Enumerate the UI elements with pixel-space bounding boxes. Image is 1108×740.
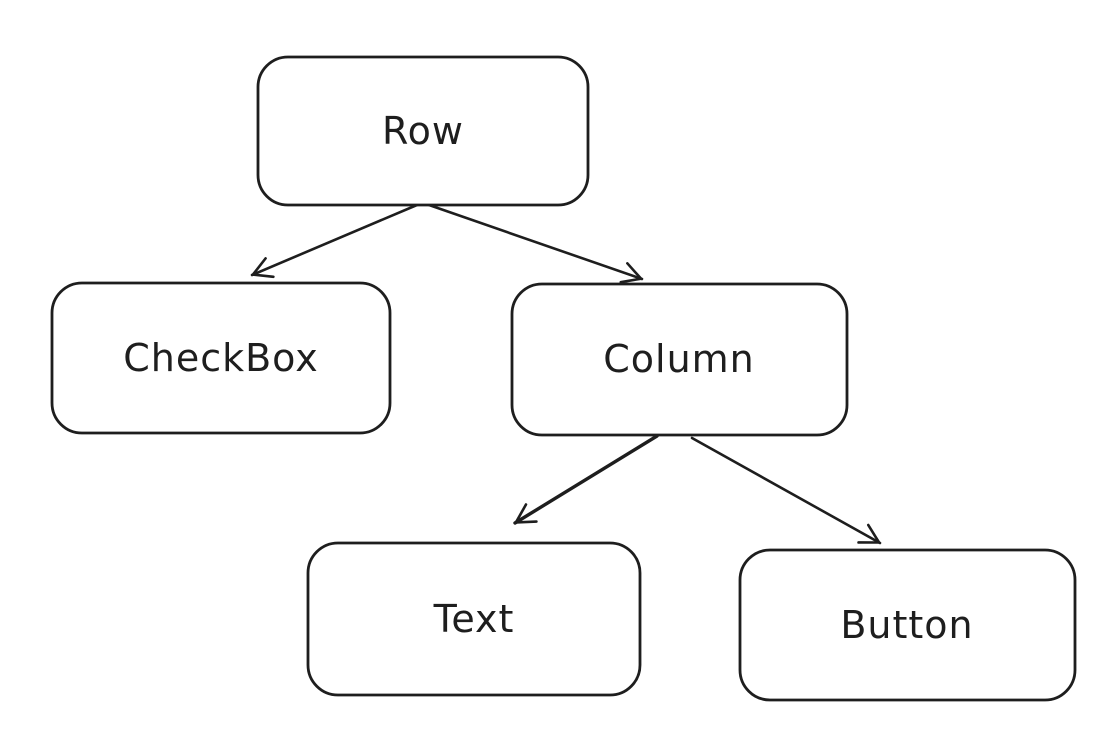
node-row[interactable]: Row (256, 55, 590, 207)
node-text-label: Text (433, 597, 515, 641)
node-text[interactable]: Text (306, 541, 642, 697)
node-button-label: Button (840, 603, 973, 647)
edge-row-to-column[interactable] (427, 203, 644, 284)
node-button[interactable]: Button (738, 548, 1077, 702)
node-checkbox-label: CheckBox (123, 336, 319, 380)
edge-column-to-button[interactable] (690, 436, 882, 545)
edge-column-to-text[interactable] (513, 434, 659, 525)
node-column[interactable]: Column (510, 282, 849, 437)
node-checkbox[interactable]: CheckBox (50, 281, 392, 435)
node-row-label: Row (382, 109, 464, 153)
edge-row-to-checkbox[interactable] (250, 203, 419, 279)
node-column-label: Column (603, 337, 755, 381)
